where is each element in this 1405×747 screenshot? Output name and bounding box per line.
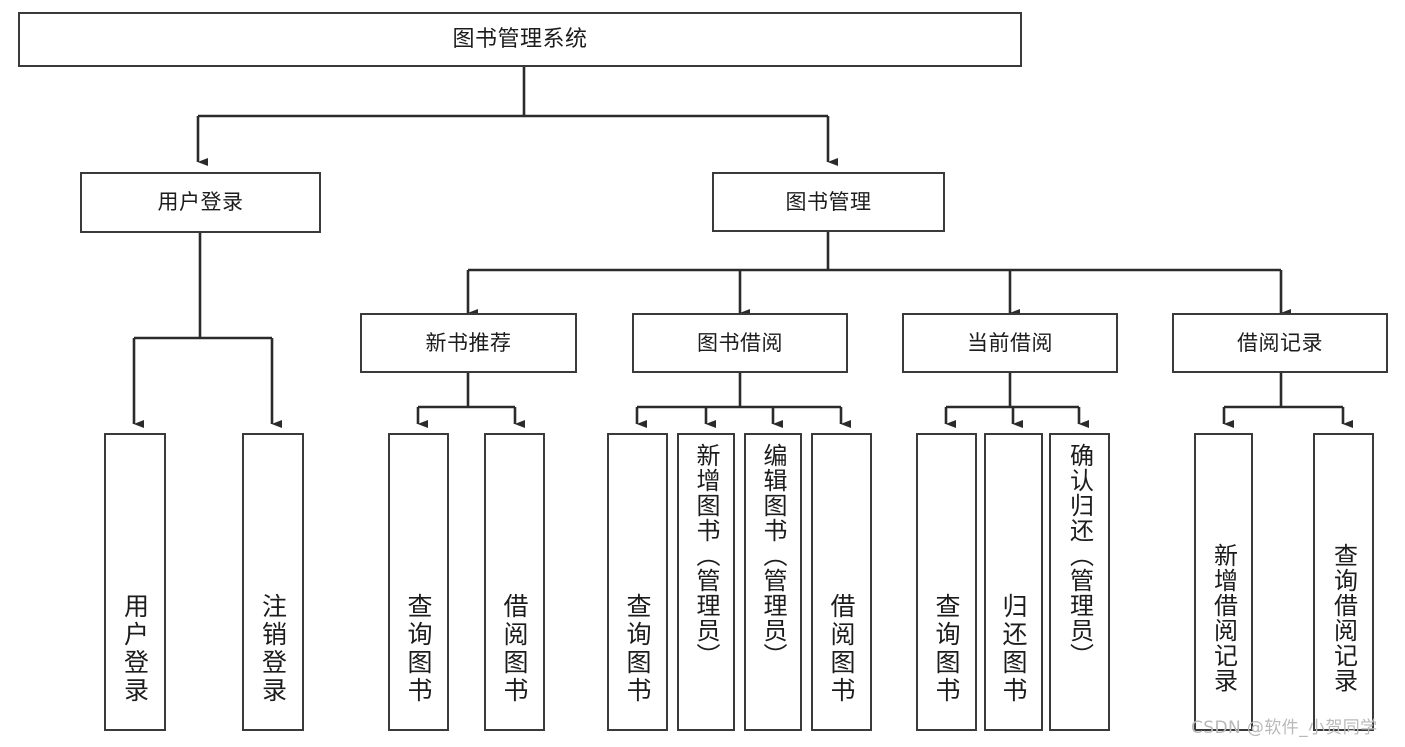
node-user-login[interactable]: 用户登录: [80, 172, 321, 233]
node-leaf-query-book-2-label: 查询图书: [623, 593, 652, 705]
node-book-manage-label: 图书管理: [785, 189, 872, 214]
node-new-book-recommend[interactable]: 新书推荐: [360, 313, 577, 373]
node-root-label: 图书管理系统: [452, 26, 588, 52]
node-leaf-query-book-1-label: 查询图书: [404, 593, 433, 705]
node-leaf-add-record-label: 新增借阅记录: [1209, 543, 1238, 693]
node-leaf-logout[interactable]: 注销登录: [242, 433, 304, 731]
node-leaf-user-login[interactable]: 用户登录: [104, 433, 166, 731]
node-leaf-query-book-3-label: 查询图书: [932, 593, 961, 705]
node-leaf-return-book[interactable]: 归还图书: [984, 433, 1043, 731]
node-leaf-confirm-return-label: 确认归还（管理员）: [1065, 443, 1094, 668]
node-current-borrow-label: 当前借阅: [967, 330, 1053, 355]
node-leaf-query-book-2[interactable]: 查询图书: [607, 433, 668, 731]
node-leaf-confirm-return[interactable]: 确认归还（管理员）: [1049, 433, 1110, 731]
node-leaf-borrow-book-2[interactable]: 借阅图书: [811, 433, 872, 731]
node-book-borrow-label: 图书借阅: [697, 330, 783, 355]
node-user-login-label: 用户登录: [157, 190, 244, 215]
node-leaf-add-book[interactable]: 新增图书（管理员）: [677, 433, 735, 731]
node-book-manage[interactable]: 图书管理: [712, 172, 945, 232]
node-current-borrow[interactable]: 当前借阅: [902, 313, 1118, 373]
node-leaf-add-book-label: 新增图书（管理员）: [692, 443, 720, 668]
node-borrow-record[interactable]: 借阅记录: [1172, 313, 1388, 373]
node-leaf-query-record-label: 查询借阅记录: [1329, 543, 1358, 693]
node-leaf-add-record[interactable]: 新增借阅记录: [1194, 433, 1253, 731]
node-book-borrow[interactable]: 图书借阅: [632, 313, 848, 373]
node-leaf-return-book-label: 归还图书: [999, 593, 1028, 705]
node-borrow-record-label: 借阅记录: [1237, 330, 1323, 355]
csdn-watermark: CSDN @软件_小贺同学: [1191, 718, 1378, 738]
node-leaf-logout-label: 注销登录: [258, 593, 288, 705]
node-leaf-edit-book[interactable]: 编辑图书（管理员）: [744, 433, 802, 731]
node-leaf-borrow-book-1-label: 借阅图书: [500, 593, 529, 705]
node-leaf-user-login-label: 用户登录: [120, 593, 150, 705]
node-leaf-edit-book-label: 编辑图书（管理员）: [759, 443, 787, 668]
node-leaf-query-book-3[interactable]: 查询图书: [916, 433, 977, 731]
node-leaf-borrow-book-2-label: 借阅图书: [827, 593, 856, 705]
node-new-book-recommend-label: 新书推荐: [425, 330, 512, 355]
node-root[interactable]: 图书管理系统: [18, 12, 1022, 67]
node-leaf-query-book-1[interactable]: 查询图书: [388, 433, 449, 731]
node-leaf-query-record[interactable]: 查询借阅记录: [1313, 433, 1374, 731]
node-leaf-borrow-book-1[interactable]: 借阅图书: [484, 433, 545, 731]
